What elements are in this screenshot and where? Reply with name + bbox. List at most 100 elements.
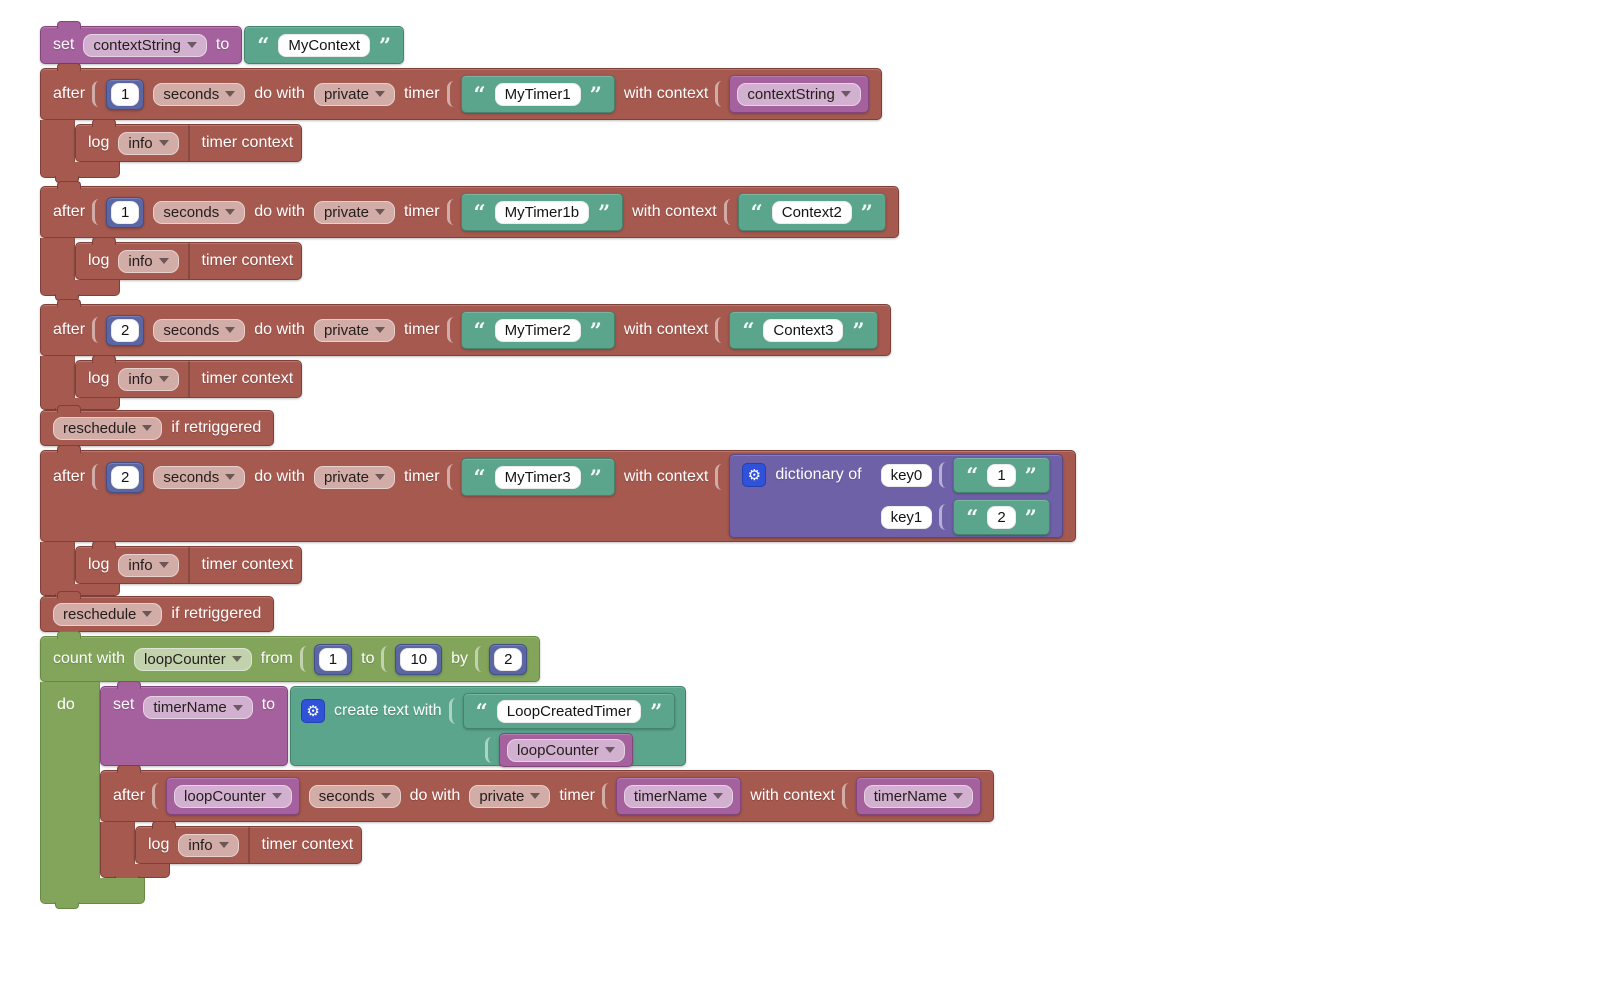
log-level-dropdown[interactable]: info <box>118 553 179 577</box>
timer-name-text-block[interactable]: “ MyTimer3 ” <box>460 458 615 496</box>
text-block[interactable]: “ LoopCreatedTimer ” <box>462 693 676 729</box>
log-block[interactable]: log info timer context <box>75 119 303 162</box>
units-dropdown[interactable]: seconds <box>308 784 401 808</box>
create-text-block[interactable]: create text with “ LoopCreatedTimer ” lo… <box>290 686 687 767</box>
by-number-field[interactable]: 2 <box>494 647 523 671</box>
variable-dropdown[interactable]: loopCounter <box>507 738 625 762</box>
timer-name-field[interactable]: MyTimer2 <box>494 318 581 342</box>
delay-number-block[interactable]: 1 <box>106 78 145 110</box>
timer-context-block[interactable]: timer context <box>187 243 298 279</box>
context-variable-block[interactable]: timerName <box>855 777 982 815</box>
scope-dropdown[interactable]: private <box>313 82 395 106</box>
after-timer-block[interactable]: after loopCounter seconds do with privat… <box>100 765 995 822</box>
after-timer-block[interactable]: after 1 seconds do with private timer “ … <box>40 181 899 238</box>
units-dropdown[interactable]: seconds <box>153 82 246 106</box>
dict-key-field[interactable]: key1 <box>880 505 933 529</box>
log-label: log <box>148 836 170 853</box>
scope-dropdown[interactable]: private <box>469 784 551 808</box>
loop-variable-dropdown[interactable]: loopCounter <box>134 647 252 671</box>
after-timer-block[interactable]: after 1 seconds do with private timer “ … <box>40 63 882 120</box>
timer-context-block[interactable]: timer context <box>247 827 358 863</box>
set-variable-block[interactable]: set timerName to <box>100 681 289 766</box>
reschedule-dropdown[interactable]: reschedule <box>53 416 163 440</box>
log-block[interactable]: log info timer context <box>75 355 303 398</box>
units-dropdown[interactable]: seconds <box>153 318 246 342</box>
after-timer-block[interactable]: after 2 seconds do with private timer “ … <box>40 445 1076 542</box>
variable-get-block[interactable]: loopCounter <box>499 733 633 767</box>
timer-name-field[interactable]: MyTimer1 <box>494 82 581 106</box>
timer-context-label: timer context <box>201 134 294 151</box>
variable-dropdown[interactable]: contextString <box>737 82 861 106</box>
dict-value-field[interactable]: 1 <box>987 463 1016 487</box>
value-socket <box>446 199 454 225</box>
timer-name-text-block[interactable]: “ MyTimer2 ” <box>460 311 615 349</box>
timer-context-block[interactable]: timer context <box>187 547 298 583</box>
dict-value-text-block[interactable]: “ 2 ” <box>953 499 1050 535</box>
from-number-field[interactable]: 1 <box>318 647 348 671</box>
timer-name-field[interactable]: MyTimer3 <box>494 465 581 489</box>
after-timer-block[interactable]: after 2 seconds do with private timer “ … <box>40 299 891 356</box>
delay-variable-block[interactable]: loopCounter <box>166 777 300 815</box>
by-number-block[interactable]: 2 <box>489 643 528 675</box>
close-quote-icon: ” <box>650 698 663 724</box>
log-level-dropdown[interactable]: info <box>178 833 239 857</box>
dictionary-block[interactable]: dictionary of key0 “ 1 ” key1 “ 2 ” <box>729 454 1063 538</box>
timer-name-text-block[interactable]: “ MyTimer1b ” <box>460 193 624 231</box>
context-text-field[interactable]: Context3 <box>763 318 844 342</box>
loop-do-spine: do <box>40 682 100 878</box>
reschedule-block[interactable]: reschedule if retriggered <box>40 405 275 446</box>
context-variable-block[interactable]: contextString <box>729 75 869 113</box>
log-level-dropdown[interactable]: info <box>118 131 179 155</box>
delay-number-field[interactable]: 1 <box>111 82 140 106</box>
gear-icon[interactable] <box>742 463 767 487</box>
text-block[interactable]: “ MyContext ” <box>244 26 405 64</box>
context-text-field[interactable]: Context2 <box>771 200 852 224</box>
delay-number-block[interactable]: 2 <box>106 314 145 346</box>
log-block[interactable]: log info timer context <box>75 237 303 280</box>
timer-name-field[interactable]: MyTimer1b <box>494 200 590 224</box>
units-dropdown[interactable]: seconds <box>153 465 246 489</box>
variable-dropdown[interactable]: timerName <box>623 784 734 808</box>
log-level-dropdown[interactable]: info <box>118 367 179 391</box>
dropdown-arrow-icon <box>713 793 724 799</box>
text-field[interactable]: MyContext <box>278 33 371 57</box>
timer-name-variable-block[interactable]: timerName <box>615 777 742 815</box>
reschedule-dropdown[interactable]: reschedule <box>53 602 163 626</box>
dropdown-arrow-icon <box>142 425 153 431</box>
to-number-field[interactable]: 10 <box>400 647 438 671</box>
delay-number-field[interactable]: 2 <box>111 318 140 342</box>
delay-number-block[interactable]: 1 <box>106 196 145 228</box>
dict-value-field[interactable]: 2 <box>987 505 1016 529</box>
timer-name-text-block[interactable]: “ MyTimer1 ” <box>460 75 615 113</box>
value-socket <box>939 504 946 530</box>
variable-dropdown[interactable]: loopCounter <box>174 784 292 808</box>
from-number-block[interactable]: 1 <box>313 643 353 675</box>
dict-value-text-block[interactable]: “ 1 ” <box>953 457 1050 493</box>
gear-icon[interactable] <box>301 699 326 723</box>
delay-number-field[interactable]: 2 <box>111 465 140 489</box>
variable-dropdown[interactable]: timerName <box>863 784 974 808</box>
timer-context-block[interactable]: timer context <box>187 361 298 397</box>
delay-number-block[interactable]: 2 <box>106 461 145 493</box>
scope-dropdown[interactable]: private <box>313 200 395 224</box>
log-block[interactable]: log info timer context <box>135 821 363 864</box>
set-variable-block[interactable]: set contextString to <box>40 21 243 64</box>
scope-dropdown[interactable]: private <box>313 465 395 489</box>
context-text-block[interactable]: “ Context2 ” <box>737 193 886 231</box>
delay-number-field[interactable]: 1 <box>111 200 140 224</box>
variable-dropdown-value: loopCounter <box>184 787 266 805</box>
context-text-block[interactable]: “ Context3 ” <box>729 311 878 349</box>
dict-key-field[interactable]: key0 <box>880 463 933 487</box>
log-level-dropdown[interactable]: info <box>118 249 179 273</box>
timer-context-block[interactable]: timer context <box>187 125 298 161</box>
variable-dropdown[interactable]: contextString <box>83 33 207 57</box>
scope-dropdown[interactable]: private <box>313 318 395 342</box>
text-field[interactable]: LoopCreatedTimer <box>496 699 642 723</box>
to-number-block[interactable]: 10 <box>395 643 443 675</box>
log-block[interactable]: log info timer context <box>75 541 303 584</box>
reschedule-block[interactable]: reschedule if retriggered <box>40 591 275 632</box>
variable-dropdown[interactable]: timerName <box>143 696 253 719</box>
count-loop-block[interactable]: count with loopCounter from 1 to 10 by 2 <box>40 631 541 682</box>
units-dropdown[interactable]: seconds <box>153 200 246 224</box>
